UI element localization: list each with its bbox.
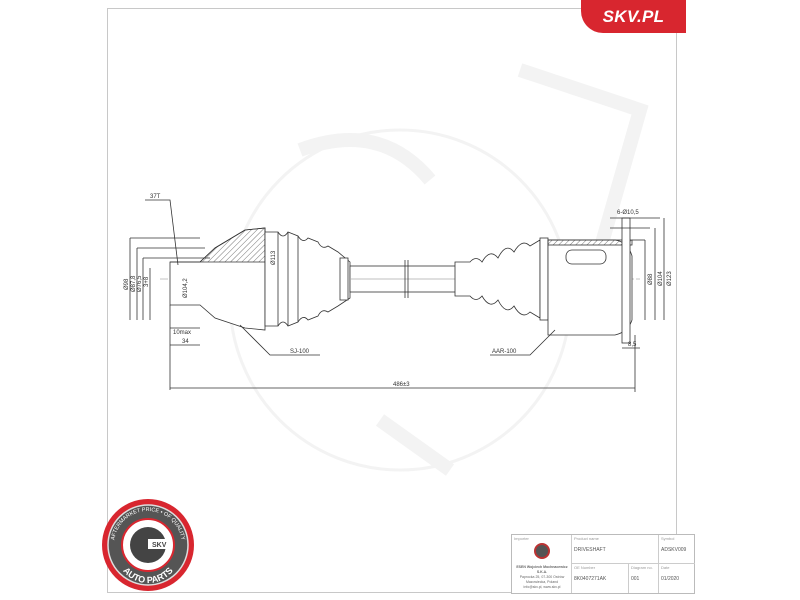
dim-3-8: 3+8 <box>144 276 150 287</box>
company-name: ESEN Wojciech Mochnacewicz S.K.A. <box>516 565 568 574</box>
company-contact: info@skv.pl, www.skv.pl <box>523 585 561 589</box>
auto-parts-badge: SKV AFTERMARKET PRICE • OF QUALITY AUTO … <box>102 499 194 591</box>
brand-label: SKV.PL <box>602 6 665 26</box>
diagram-no-label: Diagram no. <box>631 565 653 570</box>
company-address: Paprocka 25, 07-300 Ostrów Mazowiecka, P… <box>519 575 565 584</box>
symbol-label: Symbol <box>661 536 675 541</box>
dim-total-length: 486±3 <box>393 382 410 388</box>
date-value: 01/2020 <box>661 576 680 582</box>
dim-10max: 10max <box>173 330 191 336</box>
product-name-cell: Product name DRIVESHAFT <box>572 535 659 564</box>
dim-dia-76-5: Ø76,5 <box>137 275 143 292</box>
dim-dia-87-8: Ø87,8 <box>131 275 137 292</box>
dim-dia-98: Ø98 <box>124 278 130 290</box>
oe-number-value: 8K0407271AK <box>574 576 607 582</box>
product-name-value: DRIVESHAFT <box>574 547 606 553</box>
diagram-no-cell: Diagram no. 001 <box>629 564 659 593</box>
boot-right-label: AAR-100 <box>492 349 517 355</box>
oe-number-cell: OE Number 8K0407271AK <box>572 564 629 593</box>
drawing-frame <box>107 8 677 593</box>
title-block: Importer ESEN Wojciech Mochnacewicz S.K.… <box>511 534 695 594</box>
date-cell: Date 01/2020 <box>659 564 695 593</box>
dim-flange-thickness: 8,5 <box>628 342 637 348</box>
company-label: Importer <box>514 536 529 541</box>
date-label: Date <box>661 565 670 570</box>
dim-37t: 37T <box>150 194 161 200</box>
dim-dia-104-2: Ø104,2 <box>183 278 189 298</box>
diagram-no-value: 001 <box>631 576 640 582</box>
product-name-label: Product name <box>574 536 599 541</box>
symbol-value: ADSKV009 <box>661 547 687 553</box>
dim-34: 34 <box>182 339 189 345</box>
title-block-company: Importer ESEN Wojciech Mochnacewicz S.K.… <box>512 535 572 593</box>
brand-logo-tab: SKV.PL <box>581 0 686 33</box>
symbol-cell: Symbol ADSKV009 <box>659 535 695 564</box>
dim-dia-113: Ø113 <box>271 250 277 265</box>
dim-bolt-holes: 6-Ø10,5 <box>617 210 639 216</box>
badge-center-text: SKV <box>152 542 167 549</box>
dim-dia-88: Ø88 <box>648 273 654 285</box>
dim-dia-104: Ø104 <box>658 271 664 286</box>
dim-dia-123: Ø123 <box>667 271 673 286</box>
company-logo-icon <box>534 543 550 559</box>
boot-left-label: SJ-100 <box>290 349 310 355</box>
oe-number-label: OE Number <box>574 565 596 570</box>
company-info: ESEN Wojciech Mochnacewicz S.K.A. Paproc… <box>514 565 570 590</box>
